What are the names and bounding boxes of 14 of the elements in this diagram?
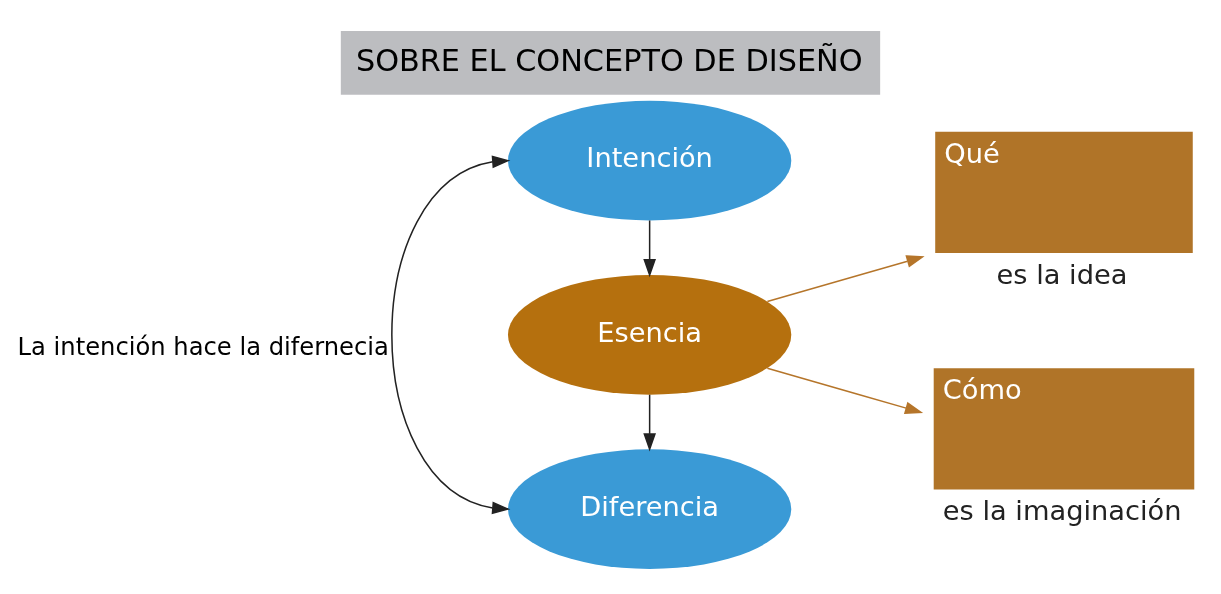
arrow	[643, 393, 656, 452]
arrow	[766, 367, 924, 415]
diagram-title: SOBRE EL CONCEPTO DE DISEÑO	[355, 42, 863, 78]
node-ellipse: Intención	[508, 100, 792, 221]
node-box: Qué	[935, 131, 1193, 254]
arrow	[766, 255, 925, 303]
arrow	[391, 155, 511, 515]
node-box: Cómo	[933, 368, 1195, 490]
node-ellipse: Esencia	[508, 275, 792, 395]
edge-label: La intención hace la difernecia	[17, 333, 389, 362]
arrow	[643, 219, 656, 278]
node-label: es la idea	[996, 258, 1128, 290]
node-label: es la imaginación	[942, 495, 1182, 527]
node-ellipse: Diferencia	[508, 449, 792, 569]
